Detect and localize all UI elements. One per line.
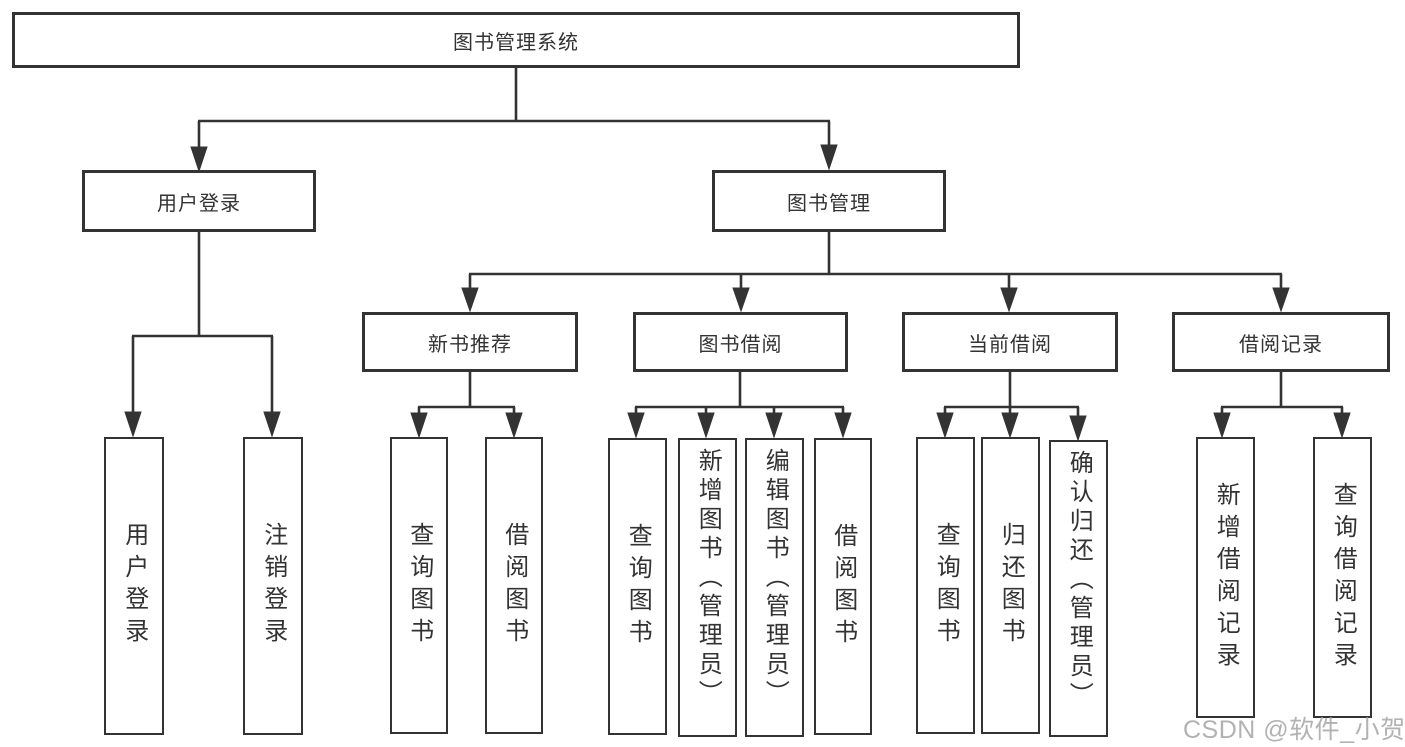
node-new-book-recommend-label: 新书推荐 — [428, 333, 512, 356]
leaf-user-login: 用户登录 — [104, 437, 164, 735]
node-book-borrow: 图书借阅 — [633, 312, 848, 372]
leaf-return-book: 归还图书 — [981, 437, 1040, 734]
node-new-book-recommend: 新书推荐 — [362, 312, 578, 372]
leaf-borrow-book-1-label: 借阅图书 — [500, 521, 528, 650]
node-current-borrow: 当前借阅 — [902, 312, 1118, 372]
leaf-user-login-label: 用户登录 — [120, 522, 148, 650]
csdn-watermark: CSDN @软件_小贺同学 — [1183, 716, 1405, 744]
leaf-confirm-return-admin: 确认归还（管理员） — [1049, 440, 1108, 737]
node-root: 图书管理系统 — [12, 12, 1020, 68]
leaf-query-book-2: 查询图书 — [608, 438, 667, 735]
leaf-query-book-1: 查询图书 — [390, 437, 448, 734]
node-book-management-label: 图书管理 — [787, 192, 871, 215]
leaf-query-book-1-label: 查询图书 — [405, 521, 433, 650]
leaf-add-book-admin-label: 新增图书（管理员） — [694, 448, 722, 709]
leaf-query-book-2-label: 查询图书 — [624, 522, 652, 651]
node-book-borrow-label: 图书借阅 — [698, 333, 783, 356]
leaf-add-book-admin: 新增图书（管理员） — [678, 438, 737, 737]
leaf-query-book-3: 查询图书 — [916, 437, 975, 734]
leaf-edit-book-admin-label: 编辑图书（管理员） — [761, 448, 789, 709]
node-borrow-record-label: 借阅记录 — [1239, 333, 1323, 356]
node-borrow-record: 借阅记录 — [1172, 312, 1390, 372]
connector-user-login-branch — [124, 232, 281, 438]
leaf-query-book-3-label: 查询图书 — [932, 521, 960, 650]
connector-borrow-record-branch — [1213, 372, 1351, 439]
leaf-borrow-book-2-label: 借阅图书 — [829, 522, 857, 651]
leaf-add-borrow-record-label: 新增借阅记录 — [1212, 481, 1240, 674]
leaf-borrow-book-1: 借阅图书 — [485, 437, 543, 734]
leaf-borrow-book-2: 借阅图书 — [814, 438, 872, 735]
leaf-logout-label: 注销登录 — [259, 522, 287, 650]
node-book-management: 图书管理 — [712, 170, 946, 232]
node-user-login: 用户登录 — [82, 170, 316, 232]
node-current-borrow-label: 当前借阅 — [968, 333, 1052, 356]
leaf-query-borrow-record-label: 查询借阅记录 — [1329, 481, 1357, 674]
node-root-label: 图书管理系统 — [453, 31, 579, 54]
leaf-logout: 注销登录 — [243, 437, 303, 735]
leaf-edit-book-admin: 编辑图书（管理员） — [745, 438, 804, 737]
leaf-return-book-label: 归还图书 — [997, 521, 1025, 650]
connector-new-book-branch — [410, 372, 523, 439]
connector-root-to-level2 — [190, 66, 838, 173]
connector-book-mgmt-to-level3 — [461, 232, 1290, 313]
leaf-query-borrow-record: 查询借阅记录 — [1313, 437, 1372, 718]
leaf-add-borrow-record: 新增借阅记录 — [1196, 437, 1255, 718]
connector-book-borrow-branch — [627, 372, 852, 439]
connector-current-borrow-branch — [936, 372, 1087, 442]
node-user-login-label: 用户登录 — [157, 192, 241, 215]
leaf-confirm-return-admin-label: 确认归还（管理员） — [1065, 450, 1093, 711]
